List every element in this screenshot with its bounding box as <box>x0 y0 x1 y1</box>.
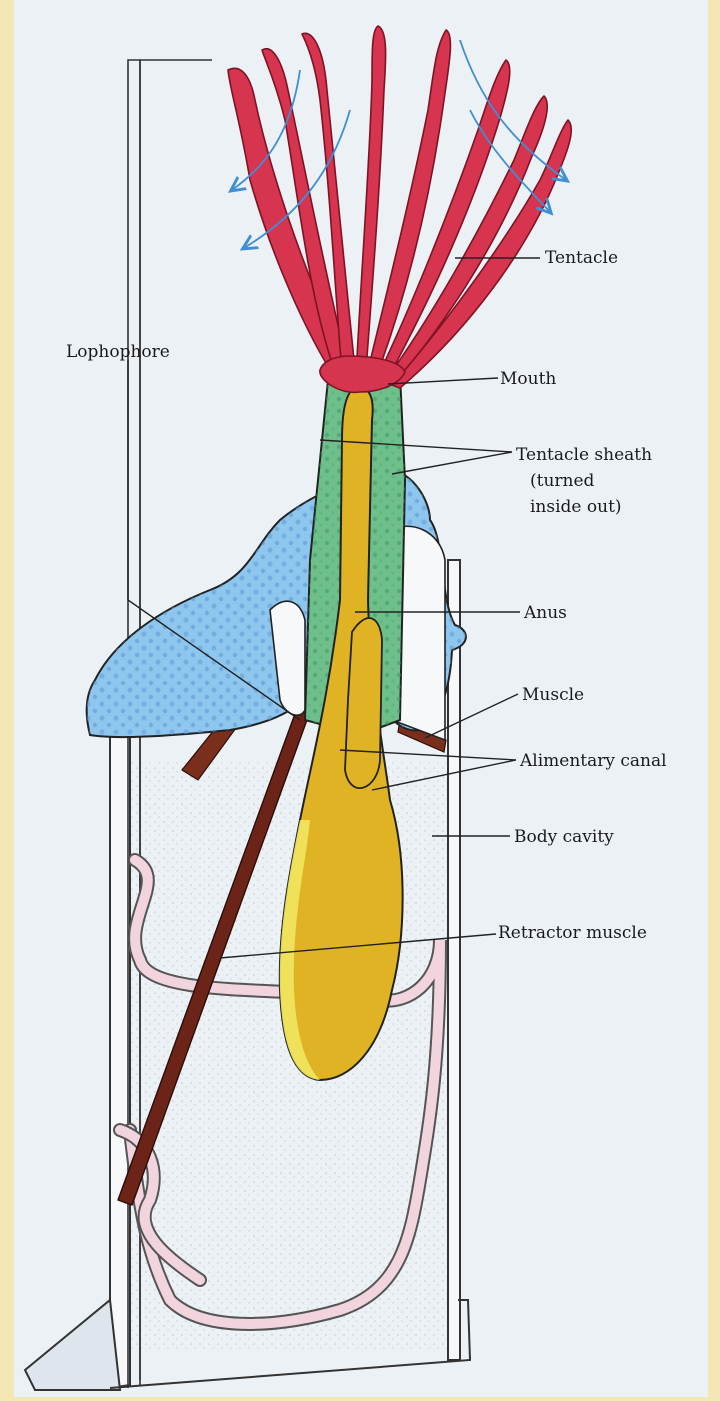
intestine-loop <box>345 618 382 788</box>
label-tentacle-sheath-line-3: inside out) <box>530 497 622 517</box>
label-tentacle-sheath-line-1: Tentacle sheath <box>516 445 652 465</box>
label-retractor-muscle: Retractor muscle <box>498 923 647 943</box>
label-tentacle: Tentacle <box>545 248 618 268</box>
label-anus: Anus <box>523 603 567 623</box>
label-mouth: Mouth <box>500 369 556 389</box>
label-tentacle-sheath-line-2: (turned <box>530 471 595 491</box>
label-muscle: Muscle <box>522 685 584 705</box>
label-alimentary-canal: Alimentary canal <box>519 751 667 771</box>
label-lophophore: Lophophore <box>66 342 170 362</box>
label-body-cavity: Body cavity <box>514 827 614 847</box>
